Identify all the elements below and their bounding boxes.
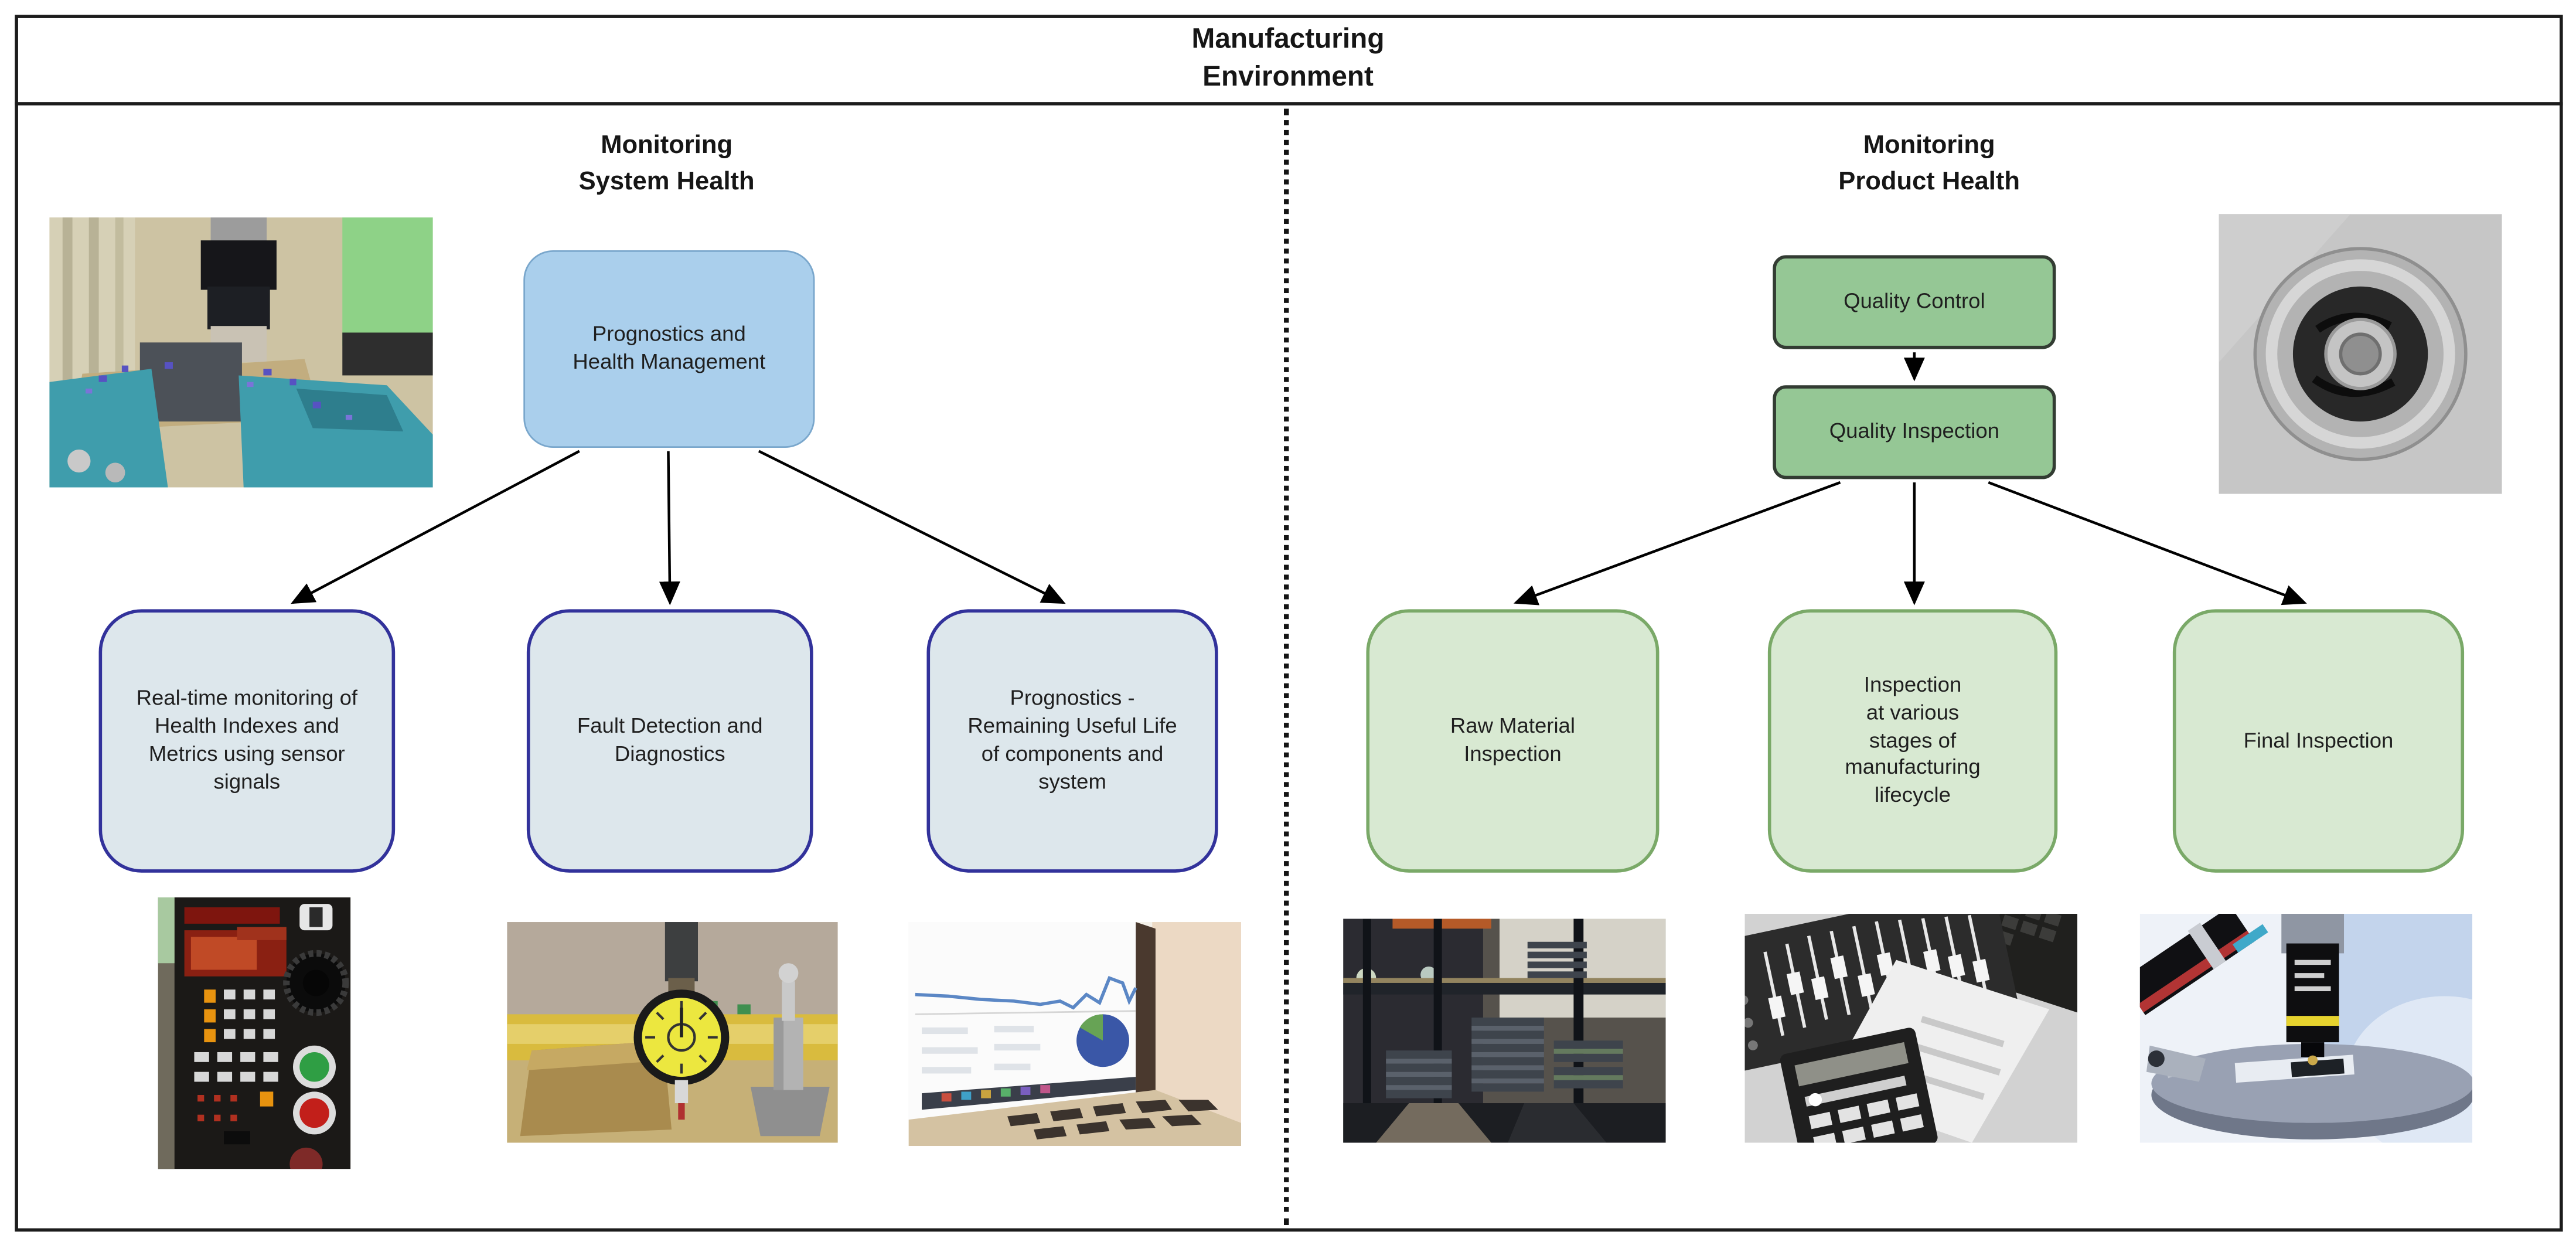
node-quality-control: Quality Control xyxy=(1773,255,2056,349)
node-raw-material-inspection: Raw Material Inspection xyxy=(1366,609,1660,873)
title-separator-line xyxy=(15,102,2563,106)
parts-storage-photo xyxy=(1343,919,1666,1143)
dotted-divider xyxy=(1284,108,1289,1225)
milling-machine-photo xyxy=(49,217,433,488)
diagram-frame xyxy=(15,15,2563,1232)
node-quality-inspection: Quality Inspection xyxy=(1773,385,2056,479)
cnc-control-panel-photo xyxy=(158,897,351,1169)
diagram-title: Manufacturing Environment xyxy=(1191,23,1385,93)
node-prognostics-health-management: Prognostics and Health Management xyxy=(523,250,815,448)
inspection-checklist-photo xyxy=(1744,913,2077,1143)
product-health-header: Monitoring Product Health xyxy=(1838,131,2020,196)
dial-indicator-photo xyxy=(507,922,838,1143)
analytics-laptop-photo xyxy=(908,922,1241,1147)
machined-part-photo xyxy=(2219,214,2502,494)
microscope-photo xyxy=(2139,913,2473,1143)
node-realtime-monitoring: Real-time monitoring of Health Indexes a… xyxy=(98,609,396,873)
node-final-inspection: Final Inspection xyxy=(2172,609,2465,873)
node-fault-detection: Fault Detection and Diagnostics xyxy=(526,609,813,873)
system-health-header: Monitoring System Health xyxy=(578,131,755,196)
node-prognostics-rul: Prognostics - Remaining Useful Life of c… xyxy=(926,609,1218,873)
node-stage-inspection: Inspection at various stages of manufact… xyxy=(1767,609,2058,873)
